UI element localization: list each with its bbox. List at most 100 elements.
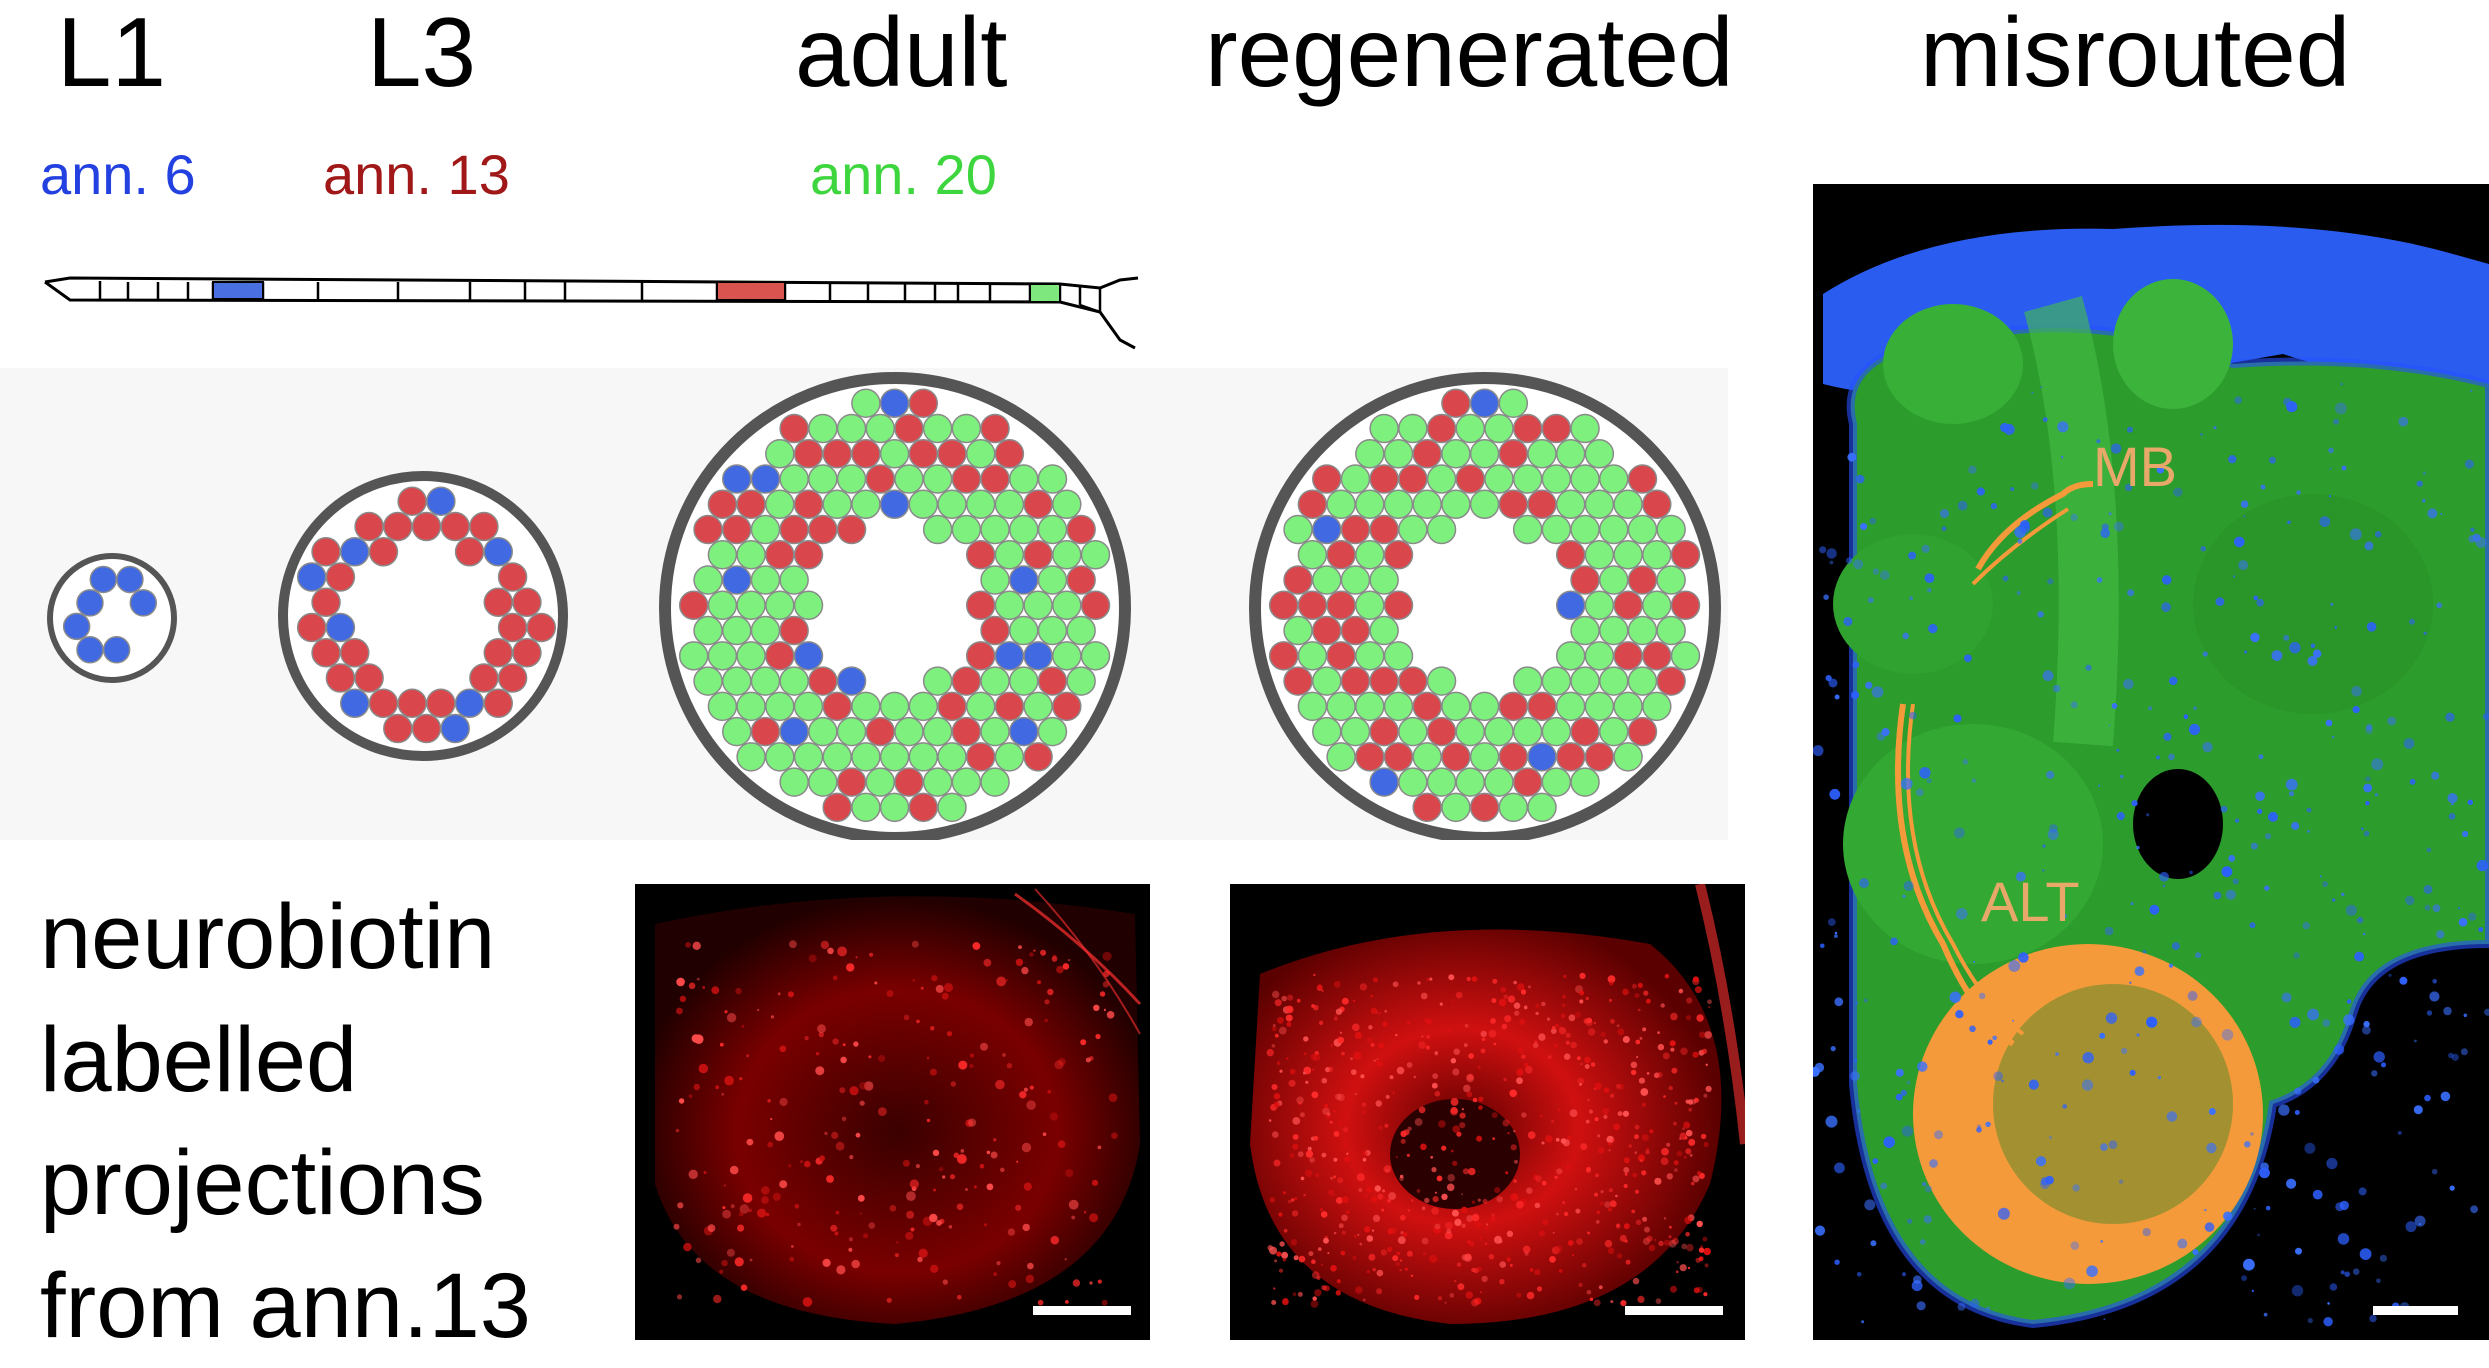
speckle bbox=[2250, 1132, 2254, 1136]
speckle bbox=[739, 1212, 744, 1217]
speckle bbox=[791, 1245, 794, 1248]
axon-dot bbox=[795, 591, 823, 619]
axon-dot bbox=[341, 639, 369, 667]
speckle bbox=[2465, 460, 2474, 469]
speckle bbox=[2146, 813, 2149, 816]
speckle bbox=[1890, 938, 1898, 946]
axon-dot bbox=[995, 692, 1023, 720]
speckle bbox=[1542, 1142, 1545, 1145]
speckle bbox=[2341, 893, 2344, 896]
speckle bbox=[1588, 1028, 1596, 1036]
speckle bbox=[1834, 1163, 1845, 1174]
speckle bbox=[1418, 1041, 1426, 1049]
speckle bbox=[1267, 1049, 1274, 1056]
speckle bbox=[1954, 827, 1965, 838]
speckle bbox=[1667, 1173, 1673, 1179]
axon-dot bbox=[1643, 490, 1671, 518]
axon-dot bbox=[1657, 566, 1685, 594]
axon-dot bbox=[1600, 465, 1628, 493]
axon-dot bbox=[737, 692, 765, 720]
speckle bbox=[1389, 1075, 1393, 1079]
speckle bbox=[1826, 548, 1836, 558]
axon-dot bbox=[1528, 490, 1556, 518]
axon-dot bbox=[694, 667, 722, 695]
speckle bbox=[1527, 1292, 1535, 1300]
speckle bbox=[1450, 1293, 1455, 1298]
speckle bbox=[2253, 596, 2258, 601]
axon-dot bbox=[1341, 667, 1369, 695]
speckle bbox=[1044, 1019, 1048, 1023]
speckle bbox=[1492, 1137, 1495, 1140]
speckle bbox=[1378, 1012, 1381, 1015]
axon-dot bbox=[427, 487, 455, 515]
speckle bbox=[2365, 776, 2370, 781]
speckle bbox=[2335, 1202, 2344, 1211]
speckle bbox=[2252, 1290, 2254, 1292]
speckle bbox=[2172, 942, 2180, 950]
speckle bbox=[858, 1195, 865, 1202]
speckle bbox=[1694, 1287, 1700, 1293]
speckle bbox=[1699, 1032, 1705, 1038]
speckle bbox=[1649, 1129, 1653, 1133]
speckle bbox=[1664, 1217, 1666, 1219]
axon-dot bbox=[1471, 743, 1499, 771]
speckle bbox=[1674, 1168, 1678, 1172]
speckle bbox=[2049, 1136, 2052, 1139]
speckle bbox=[1426, 1045, 1430, 1049]
speckle bbox=[1677, 1151, 1683, 1157]
speckle bbox=[2099, 1033, 2105, 1039]
speckle bbox=[2017, 591, 2021, 595]
speckle bbox=[936, 1220, 942, 1226]
speckle bbox=[1047, 989, 1053, 995]
speckle bbox=[1599, 1201, 1604, 1206]
speckle bbox=[724, 1076, 734, 1086]
speckle bbox=[2427, 1010, 2432, 1015]
speckle bbox=[2004, 424, 2015, 435]
axon-dot bbox=[341, 538, 369, 566]
speckle bbox=[1847, 453, 1856, 462]
speckle bbox=[1587, 1099, 1589, 1101]
axon-dot bbox=[795, 642, 823, 670]
speckle bbox=[1865, 682, 1872, 689]
speckle bbox=[2364, 831, 2370, 837]
speckle bbox=[2123, 679, 2134, 690]
axon-dot bbox=[737, 642, 765, 670]
axon-dot bbox=[809, 465, 837, 493]
speckle bbox=[1556, 1213, 1559, 1216]
axon-dot bbox=[680, 642, 708, 670]
speckle bbox=[1880, 570, 1890, 580]
speckle bbox=[1315, 1173, 1319, 1177]
axon-dot bbox=[938, 743, 966, 771]
speckle bbox=[1927, 778, 1932, 783]
speckle bbox=[1373, 977, 1378, 982]
axon-dot bbox=[723, 566, 751, 594]
axon-dot bbox=[1010, 516, 1038, 544]
speckle bbox=[1534, 1269, 1540, 1275]
speckle bbox=[1617, 1028, 1624, 1035]
speckle bbox=[1535, 1175, 1542, 1182]
speckle bbox=[1831, 1046, 1836, 1051]
speckle bbox=[1311, 1300, 1319, 1308]
speckle bbox=[1705, 1263, 1709, 1267]
speckle bbox=[1917, 1301, 1926, 1310]
speckle bbox=[913, 979, 916, 982]
speckle bbox=[1639, 1078, 1645, 1084]
speckle bbox=[1298, 1151, 1304, 1157]
speckle bbox=[824, 1132, 827, 1135]
axon-dot bbox=[1356, 591, 1384, 619]
speckle bbox=[2228, 455, 2236, 463]
speckle bbox=[2332, 736, 2335, 739]
speckle bbox=[1688, 1267, 1690, 1269]
speckle bbox=[1293, 1134, 1299, 1140]
speckle bbox=[1427, 1035, 1430, 1038]
speckle bbox=[2057, 421, 2068, 432]
axon-dot bbox=[1585, 490, 1613, 518]
speckle bbox=[1317, 985, 1322, 990]
speckle bbox=[722, 1210, 731, 1219]
axon-dot bbox=[1600, 617, 1628, 645]
speckle bbox=[2019, 522, 2030, 533]
axon-dot bbox=[1485, 768, 1513, 796]
speckle bbox=[1289, 1080, 1296, 1087]
speckle bbox=[2365, 541, 2374, 550]
axon-dot bbox=[90, 566, 116, 592]
